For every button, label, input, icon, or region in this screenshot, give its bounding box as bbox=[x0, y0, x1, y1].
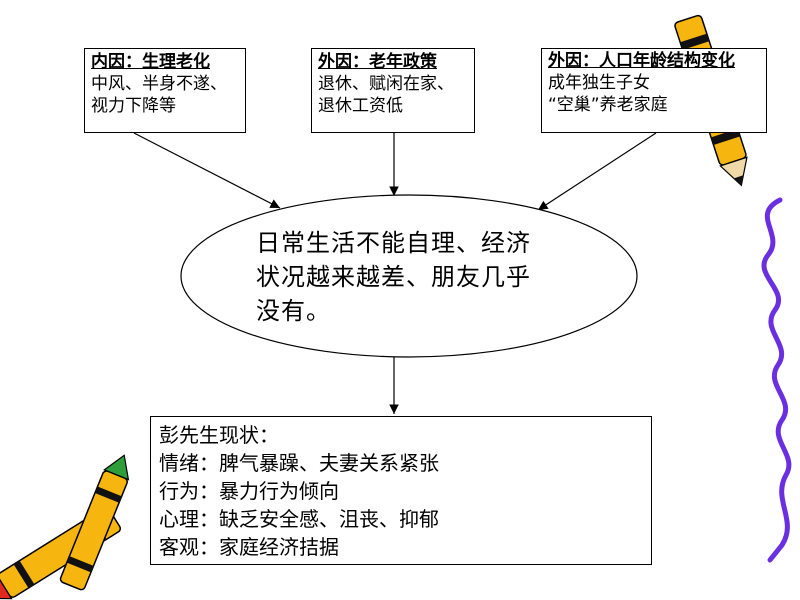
status-line: 客观：家庭经济拮据 bbox=[159, 535, 339, 559]
central-problem-text: 日常生活不能自理、经济 状况越来越差、朋友几乎 没有。 bbox=[256, 226, 586, 328]
cause-population-box: 外因：人口年龄结构变化 成年独生子女 “空巢”养老家庭 bbox=[541, 48, 767, 133]
cause-policy-line: 退休、赋闲在家、 bbox=[318, 74, 454, 94]
cause-population-title: 外因：人口年龄结构变化 bbox=[548, 51, 735, 71]
central-problem-ellipse bbox=[180, 194, 638, 358]
central-problem-line: 没有。 bbox=[256, 297, 331, 325]
status-box: 彭先生现状： 情绪：脾气暴躁、夫妻关系紧张 行为：暴力行为倾向 心理：缺乏安全感… bbox=[150, 416, 652, 565]
arrow-population-to-problem bbox=[537, 132, 657, 211]
status-heading: 彭先生现状： bbox=[159, 423, 279, 447]
status-line: 情绪：脾气暴躁、夫妻关系紧张 bbox=[159, 451, 439, 475]
cause-policy-box: 外因：老年政策 退休、赋闲在家、 退休工资低 bbox=[311, 48, 475, 133]
status-line: 行为：暴力行为倾向 bbox=[159, 479, 339, 503]
cause-population-line: “空巢”养老家庭 bbox=[548, 95, 668, 115]
cause-internal-box: 内因：生理老化 中风、半身不遂、 视力下降等 bbox=[84, 48, 246, 133]
cause-internal-title: 内因：生理老化 bbox=[91, 52, 210, 72]
status-line: 心理：缺乏安全感、沮丧、抑郁 bbox=[159, 507, 439, 531]
purple-squiggle-decoration bbox=[761, 197, 792, 563]
arrow-internal-to-problem bbox=[133, 132, 281, 209]
central-problem-line: 日常生活不能自理、经济 bbox=[256, 229, 531, 257]
crayon-bottom-left-green-decoration bbox=[59, 454, 130, 591]
cause-internal-line: 视力下降等 bbox=[91, 96, 176, 116]
central-problem-line: 状况越来越差、朋友几乎 bbox=[256, 263, 531, 291]
cause-policy-title: 外因：老年政策 bbox=[318, 52, 437, 72]
cause-internal-line: 中风、半身不遂、 bbox=[91, 74, 227, 94]
cause-population-line: 成年独生子女 bbox=[548, 73, 650, 93]
cause-policy-line: 退休工资低 bbox=[318, 96, 403, 116]
